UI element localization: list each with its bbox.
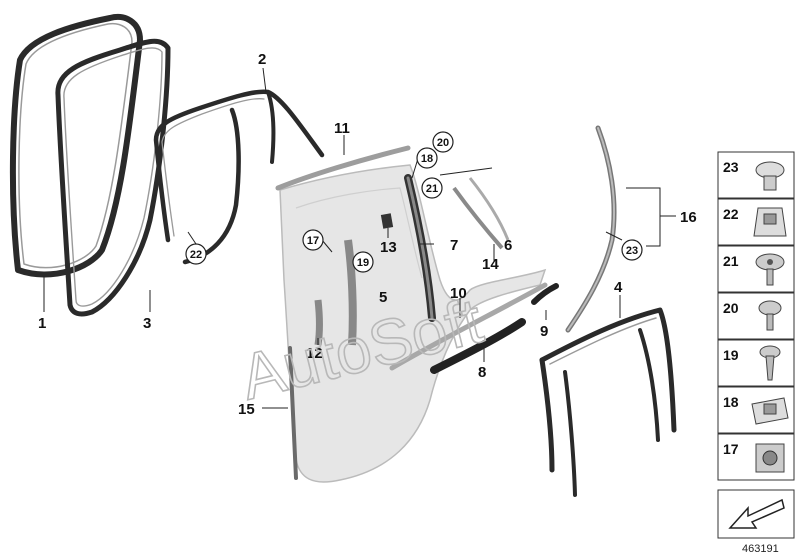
svg-text:17: 17: [723, 441, 739, 457]
panel-row-17: 17: [717, 433, 795, 481]
callout-12: 12: [306, 345, 323, 362]
panel-row-19: 19: [717, 339, 795, 387]
panel-row-22: 22: [717, 198, 795, 246]
circled-ref-17: 17: [302, 229, 324, 251]
svg-text:18: 18: [723, 394, 739, 410]
belt-strip-part-10: [389, 282, 548, 371]
trim-part-5: [344, 239, 357, 346]
callout-4: 4: [614, 279, 623, 296]
panel-arrow-box: [717, 489, 795, 539]
circled-ref-18: 18: [416, 147, 438, 169]
callout-1: 1: [38, 315, 46, 332]
callout-13: 13: [380, 239, 397, 256]
svg-text:18: 18: [421, 153, 433, 165]
diagram-id: 463191: [742, 543, 779, 555]
panel-row-18: 18: [717, 386, 795, 434]
callout-14: 14: [482, 256, 499, 273]
callout-9: 9: [540, 323, 548, 340]
callout-numbers: 1 2 3 4 5 6 7 8 9 10 11 12 13 14 15 16: [38, 51, 697, 418]
strip-part-6: [452, 177, 510, 250]
svg-text:22: 22: [723, 206, 739, 222]
clip-part-13: [380, 213, 394, 229]
expanding-nut-icon: [755, 443, 785, 473]
svg-text:23: 23: [723, 159, 739, 175]
part-9: [531, 283, 559, 305]
circled-ref-22: 22: [185, 243, 207, 265]
svg-text:19: 19: [723, 347, 739, 363]
callout-11: 11: [334, 120, 350, 137]
callout-2: 2: [258, 51, 266, 68]
pan-screw-icon: [758, 300, 782, 331]
strip-part-15: [288, 346, 298, 480]
circled-ref-20: 20: [432, 131, 454, 153]
trim-strip-part-11: [275, 145, 411, 191]
panel-row-21: 21: [717, 245, 795, 293]
leader-lines: [43, 67, 676, 409]
nut-clip-icon: [753, 207, 787, 237]
direction-arrow-icon: [728, 498, 785, 529]
svg-text:21: 21: [723, 253, 739, 269]
guide-channel-part-7: [404, 174, 436, 322]
seal-strip-part-8: [430, 318, 526, 374]
circled-ref-23: 23: [621, 239, 643, 261]
svg-text:17: 17: [307, 235, 319, 247]
callout-3: 3: [143, 315, 151, 332]
self-tapping-screw-icon: [759, 345, 781, 381]
bracket-clip-icon: [751, 397, 789, 425]
torx-screw-icon: [755, 253, 785, 286]
callout-5: 5: [379, 289, 387, 306]
svg-text:20: 20: [437, 137, 449, 149]
callout-8: 8: [478, 364, 486, 381]
callout-7: 7: [450, 237, 458, 254]
svg-text:19: 19: [357, 257, 369, 269]
clip-icon: [755, 161, 785, 191]
circled-ref-21: 21: [421, 177, 443, 199]
svg-text:21: 21: [426, 183, 438, 195]
callout-15: 15: [238, 401, 255, 418]
seal-part-3: [55, 38, 171, 317]
panel-row-23: 23: [717, 151, 795, 199]
callout-10: 10: [450, 285, 467, 302]
fastener-legend-panel: 23 22 21 20: [717, 151, 795, 539]
svg-text:23: 23: [626, 245, 638, 257]
svg-text:22: 22: [190, 249, 202, 261]
circled-ref-19: 19: [352, 251, 374, 273]
svg-text:20: 20: [723, 300, 739, 316]
callout-16: 16: [680, 209, 697, 226]
window-frame-part-4: [539, 307, 677, 497]
circled-references: 20 18 21 17 19 22 23: [185, 131, 643, 273]
strip-part-16: [565, 125, 617, 333]
seal-part-1: [9, 14, 143, 278]
callout-6: 6: [504, 237, 512, 254]
panel-row-20: 20: [717, 292, 795, 340]
